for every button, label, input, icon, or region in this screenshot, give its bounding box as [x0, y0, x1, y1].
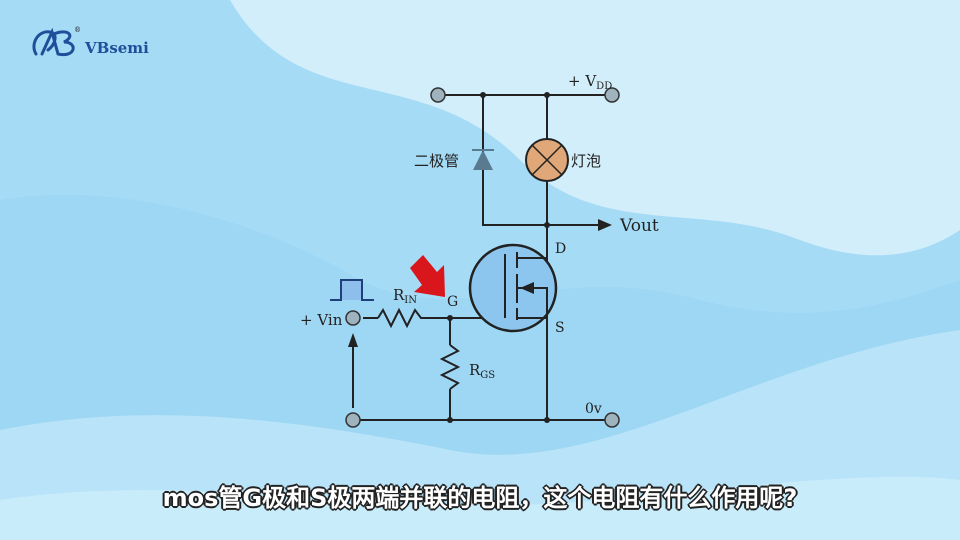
lamp-label: 灯泡: [571, 152, 601, 170]
logo-text: VBsemi: [85, 39, 149, 57]
lamp-icon: [525, 138, 569, 182]
registered-mark: ®: [74, 26, 81, 34]
vdd-terminal-right: [604, 87, 620, 103]
diode-branch-wire: [482, 95, 600, 226]
red-pointer-arrow-icon: [410, 255, 445, 297]
rin-label: RIN: [393, 286, 417, 306]
junction-dots: [447, 92, 550, 423]
rin-resistor: [377, 307, 428, 329]
pulse-icon: [330, 279, 374, 301]
vout-arrow-icon: [598, 219, 612, 231]
source-label: S: [555, 320, 565, 336]
rgs-resistor: [439, 344, 461, 390]
rgs-label: RGS: [469, 361, 495, 381]
logo-mark-icon: ®: [32, 26, 81, 57]
vbsemi-logo: ® VBsemi: [28, 24, 149, 62]
mosfet-icon: [468, 243, 558, 333]
gate-label: G: [447, 294, 458, 310]
ground-label: 0v: [585, 401, 602, 417]
ground-terminal-right: [604, 412, 620, 428]
vdd-label: + VDD: [568, 72, 612, 92]
vin-label: + Vin: [300, 311, 343, 329]
vin-terminal: [345, 310, 361, 326]
vout-label: Vout: [619, 216, 659, 236]
vdd-terminal-left: [430, 87, 446, 103]
diode-label: 二极管: [414, 152, 459, 170]
subtitle-caption: mos管G极和S极两端并联的电阻，这个电阻有什么作用呢?: [162, 484, 798, 512]
diode-icon: [472, 149, 494, 170]
drain-label: D: [555, 241, 566, 257]
ground-terminal-left: [345, 412, 361, 428]
